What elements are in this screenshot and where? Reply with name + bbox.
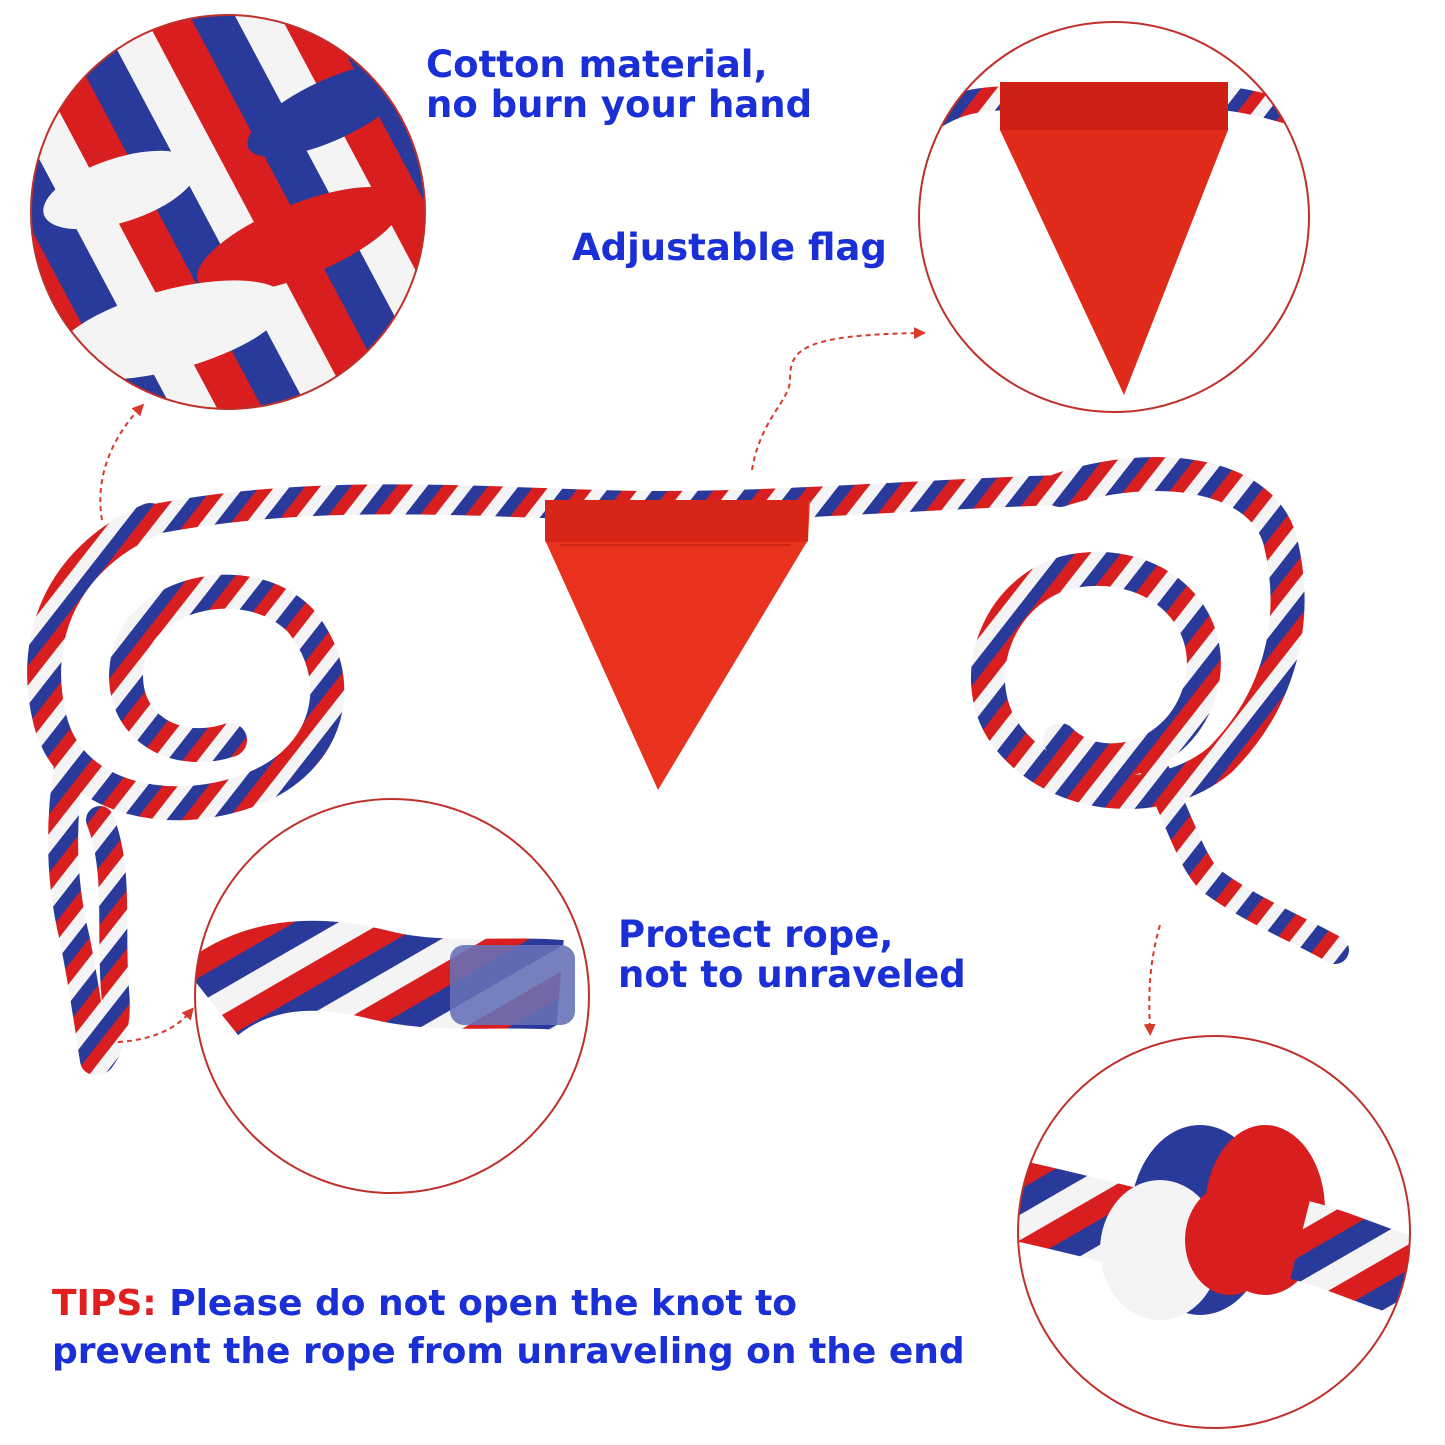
flag-caption: Adjustable flag [572,228,887,268]
flag-caption-text: Adjustable flag [572,226,887,269]
rope-end-closeup-circle [194,798,590,1194]
tips-label: TIPS: [52,1283,157,1324]
protect-caption: Protect rope, not to unraveled [618,915,966,995]
cotton-caption: Cotton material, no burn your hand [426,45,812,125]
callout-arrows [99,327,1161,1043]
arrow-to-flag [751,327,926,471]
cotton-closeup-circle [30,14,426,410]
arrow-to-rope-end [117,1007,194,1043]
arrow-to-knot [1143,924,1161,1036]
protect-caption-line1: Protect rope, [618,913,894,956]
cotton-caption-line1: Cotton material, [426,43,768,86]
knot-closeup-circle [1017,1035,1411,1429]
arrow-to-cotton [99,403,145,521]
tips-text-line2: prevent the rope from unraveling on the … [52,1331,965,1372]
flag-closeup-circle [918,21,1310,413]
tips-note: TIPS: Please do not open the knot to pre… [52,1280,965,1376]
tips-text-line1: Please do not open the knot to [156,1283,798,1324]
center-flag [545,500,810,790]
tips-line1: TIPS: Please do not open the knot to [52,1280,965,1328]
protect-caption-line2: not to unraveled [618,953,966,996]
cotton-caption-line2: no burn your hand [426,83,813,126]
